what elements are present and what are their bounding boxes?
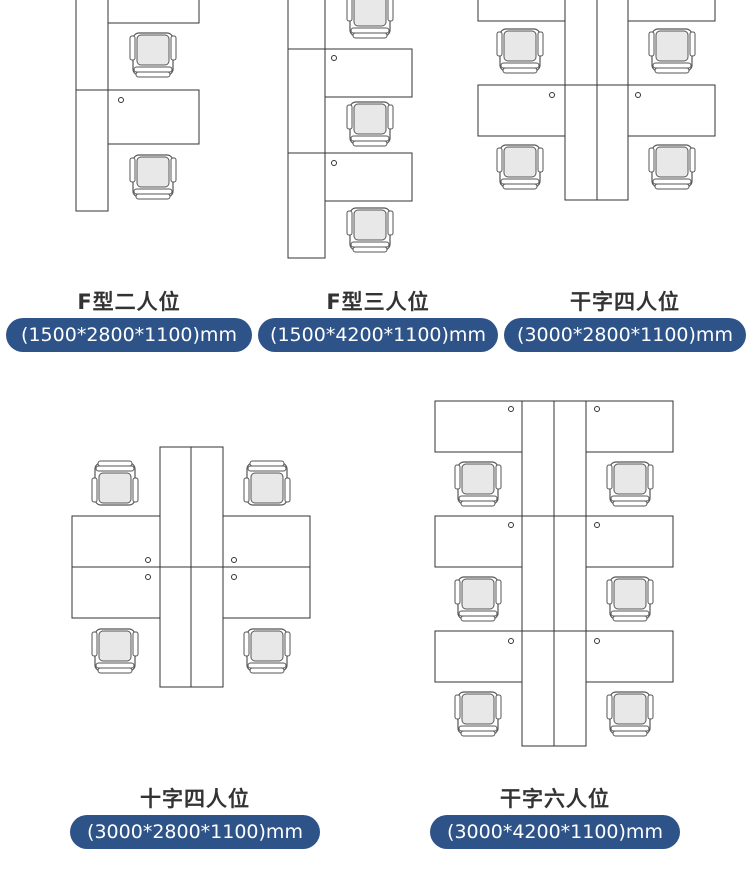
layout-size-badge: (3000*2800*1100)mm bbox=[504, 318, 746, 352]
office-chair-icon bbox=[496, 144, 544, 190]
layout-size-badge: (1500*4200*1100)mm bbox=[258, 318, 498, 352]
office-chair-icon bbox=[346, 101, 394, 147]
layout-f-two-drawing bbox=[75, 0, 200, 212]
office-chair-icon bbox=[454, 461, 502, 507]
office-chair-icon bbox=[454, 691, 502, 737]
office-chair-icon bbox=[606, 691, 654, 737]
office-chair-icon bbox=[346, 0, 394, 39]
layout-size-badge: (3000*4200*1100)mm bbox=[430, 815, 680, 849]
office-chair-icon bbox=[454, 576, 502, 622]
layout-title: F型三人位 bbox=[326, 290, 430, 314]
layout-cross-four-drawing bbox=[71, 446, 311, 688]
office-chair-icon bbox=[243, 628, 291, 674]
office-chair-icon bbox=[606, 461, 654, 507]
office-chair-icon bbox=[243, 460, 291, 506]
layout-size-badge: (3000*2800*1100)mm bbox=[70, 815, 320, 849]
office-chair-icon bbox=[648, 144, 696, 190]
office-chair-icon bbox=[91, 460, 139, 506]
office-chair-icon bbox=[91, 628, 139, 674]
layout-title: 干字六人位 bbox=[500, 787, 610, 811]
office-chair-icon bbox=[606, 576, 654, 622]
layout-title: 十字四人位 bbox=[140, 787, 250, 811]
office-chair-icon bbox=[129, 154, 177, 200]
layout-f-three-drawing bbox=[287, 0, 413, 259]
office-chairs bbox=[91, 0, 696, 737]
office-chair-icon bbox=[346, 207, 394, 253]
layout-gan-six-drawing bbox=[434, 400, 674, 747]
office-chair-icon bbox=[648, 28, 696, 74]
layout-title: F型二人位 bbox=[77, 290, 181, 314]
layout-gan-four-drawing bbox=[477, 0, 716, 201]
office-chair-icon bbox=[496, 28, 544, 74]
layout-title: 干字四人位 bbox=[570, 290, 680, 314]
office-chair-icon bbox=[129, 32, 177, 78]
layout-size-badge: (1500*2800*1100)mm bbox=[6, 318, 252, 352]
